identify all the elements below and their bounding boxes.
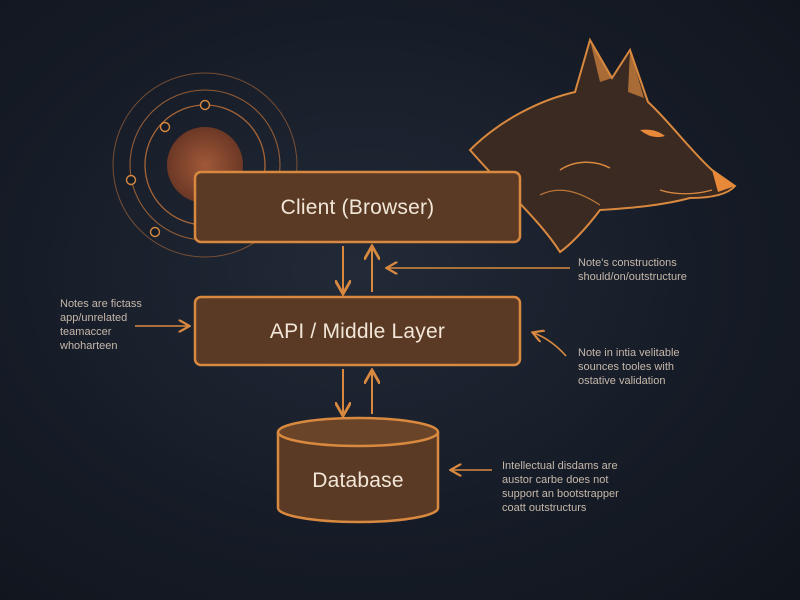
api-box — [193, 295, 522, 367]
fox-head-icon — [468, 37, 737, 254]
database-label: Database — [312, 469, 404, 492]
api-note-connector — [534, 333, 567, 357]
api-label: API / Middle Layer — [269, 320, 446, 343]
client-note: Note's constructions should/on/outstruct… — [578, 257, 687, 283]
database-cylinder — [276, 416, 440, 524]
left-note: Notes are fictass app/unrelated teamacce… — [60, 298, 142, 352]
database-note: Intellectual disdams are austor carbe do… — [502, 460, 619, 514]
client-box — [193, 170, 522, 244]
orbit-rings-icon — [112, 72, 298, 258]
api-note: Note in intia velitable sounces tooles w… — [578, 347, 680, 387]
client-label: Client (Browser) — [280, 196, 435, 219]
